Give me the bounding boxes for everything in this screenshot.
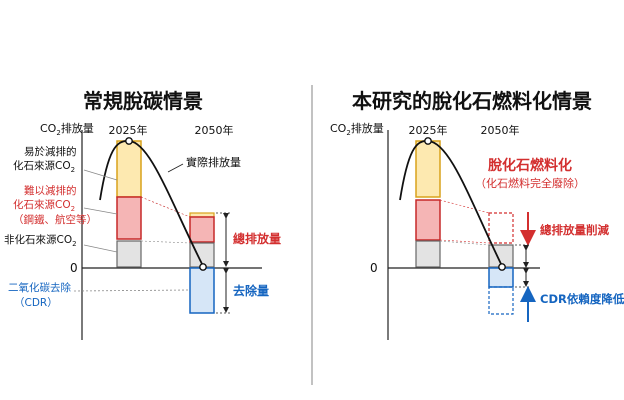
left-hard-label: 難以減排的 化石來源CO2 （鋼鐵、航空等）	[13, 184, 97, 226]
left-easy-leader	[83, 169, 118, 181]
left-removal-label: 去除量	[233, 283, 269, 298]
left-connector-hard	[140, 196, 191, 218]
left-nonfossil-leader	[83, 244, 118, 253]
left-y-axis-label: CO2排放量	[40, 121, 94, 137]
left-cdr-label: 二氧化碳去除 （CDR）	[8, 281, 74, 309]
right-reduction-label: 總排放量削減	[540, 223, 609, 237]
right-2050-cdr-segment	[488, 267, 514, 288]
left-curve-start-point	[125, 137, 133, 145]
left-panel: 常規脫碳情景 CO2排放量 0 2025年 2050年 實際排放量 易於減排的	[4, 89, 281, 340]
left-curve-end-point	[199, 263, 207, 271]
right-year-2050: 2050年	[481, 123, 520, 137]
left-actual-emissions-curve	[99, 140, 204, 267]
right-2025-nonfossil-segment	[415, 240, 441, 268]
right-defossil-title: 脫化石燃料化	[488, 157, 572, 174]
right-curve-end-point	[498, 263, 506, 271]
left-2050-hard-segment	[189, 216, 215, 243]
left-year-2025: 2025年	[109, 123, 148, 137]
left-2025-easy-segment	[116, 140, 142, 198]
left-2025-hard-segment	[116, 196, 142, 240]
right-title: 本研究的脫化石燃料化情景	[352, 89, 592, 113]
left-title: 常規脫碳情景	[83, 89, 203, 113]
right-2050-removed-fossil-segment	[488, 212, 514, 244]
right-connector-hard-top	[439, 199, 490, 214]
left-total-label: 總排放量	[233, 231, 281, 246]
left-zero-label: 0	[70, 261, 78, 275]
right-connector-hard-bottom	[439, 239, 490, 244]
left-2025-nonfossil-segment	[116, 240, 142, 268]
right-year-2025: 2025年	[409, 123, 448, 137]
left-hard-leader	[83, 207, 118, 215]
left-connector-nonfossil	[140, 240, 191, 244]
left-actual-label: 實際排放量	[186, 155, 241, 169]
right-cdr-label: CDR依賴度降低	[540, 292, 624, 306]
right-actual-emissions-curve	[399, 140, 503, 267]
right-2025-easy-segment	[415, 140, 441, 198]
right-connector-nonfossil	[439, 240, 490, 246]
left-cdr-leader	[73, 289, 191, 292]
right-zero-label: 0	[370, 261, 378, 275]
right-curve-start-point	[424, 137, 432, 145]
right-y-axis-label: CO2排放量	[330, 121, 384, 137]
right-2050-cdr-reduced-segment	[488, 286, 514, 315]
left-year-2050: 2050年	[195, 123, 234, 137]
left-easy-label: 易於減排的 化石來源CO2	[13, 145, 80, 174]
right-2025-hard-segment	[415, 199, 441, 241]
left-actual-leader	[167, 163, 184, 173]
left-2050-cdr-segment	[189, 267, 215, 314]
right-defossil-subtitle: （化石燃料完全廢除）	[475, 176, 585, 190]
right-panel: 本研究的脫化石燃料化情景 CO2排放量 0 2025年 2050年 脫化石燃料化…	[330, 89, 624, 340]
left-nonfossil-label: 非化石來源CO2	[4, 233, 77, 248]
